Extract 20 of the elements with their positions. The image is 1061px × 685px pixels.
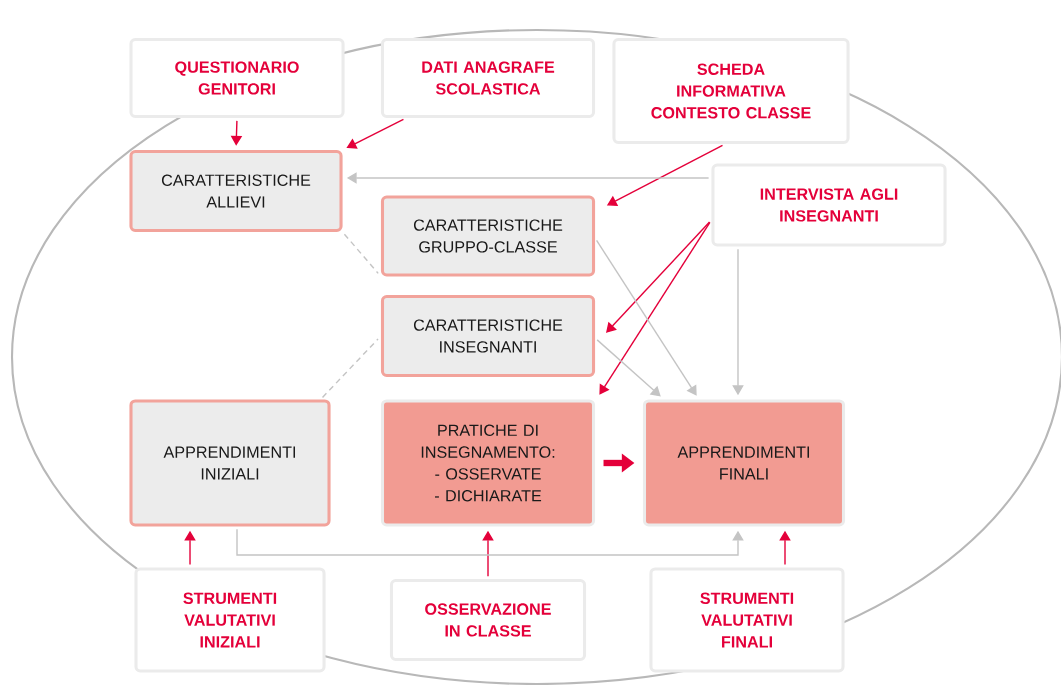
dashed-line bbox=[343, 233, 379, 275]
factor-box: CARATTERISTICHE GRUPPO-CLASSE bbox=[380, 195, 596, 277]
source-box: INTERVISTA AGLI INSEGNANTI bbox=[711, 163, 947, 247]
outcome-box: PRATICHE DI INSEGNAMENTO: - OSSERVATE - DICHIARATE bbox=[380, 399, 596, 527]
source-box: SCHEDA INFORMATIVA CONTESTO CLASSE bbox=[612, 37, 850, 145]
arrow bbox=[236, 528, 744, 556]
source-box: DATI ANAGRAFE SCOLASTICA bbox=[380, 37, 596, 119]
source-box: STRUMENTI VALUTATIVI FINALI bbox=[649, 567, 845, 673]
source-box: QUESTIONARIO GENITORI bbox=[129, 37, 345, 119]
arrow bbox=[346, 118, 405, 149]
arrow bbox=[596, 339, 661, 397]
source-box: OSSERVAZIONE IN CLASSE bbox=[389, 578, 587, 662]
factor-box: APPRENDIMENTI INIZIALI bbox=[129, 399, 331, 527]
source-box: STRUMENTI VALUTATIVI INIZIALI bbox=[134, 567, 326, 673]
factor-box: CARATTERISTICHE ALLIEVI bbox=[129, 149, 343, 233]
arrow bbox=[599, 221, 711, 395]
factor-box: CARATTERISTICHE INSEGNANTI bbox=[380, 294, 596, 378]
outcome-box: APPRENDIMENTI FINALI bbox=[642, 399, 846, 527]
arrow bbox=[595, 239, 697, 396]
dashed-line bbox=[321, 338, 379, 399]
